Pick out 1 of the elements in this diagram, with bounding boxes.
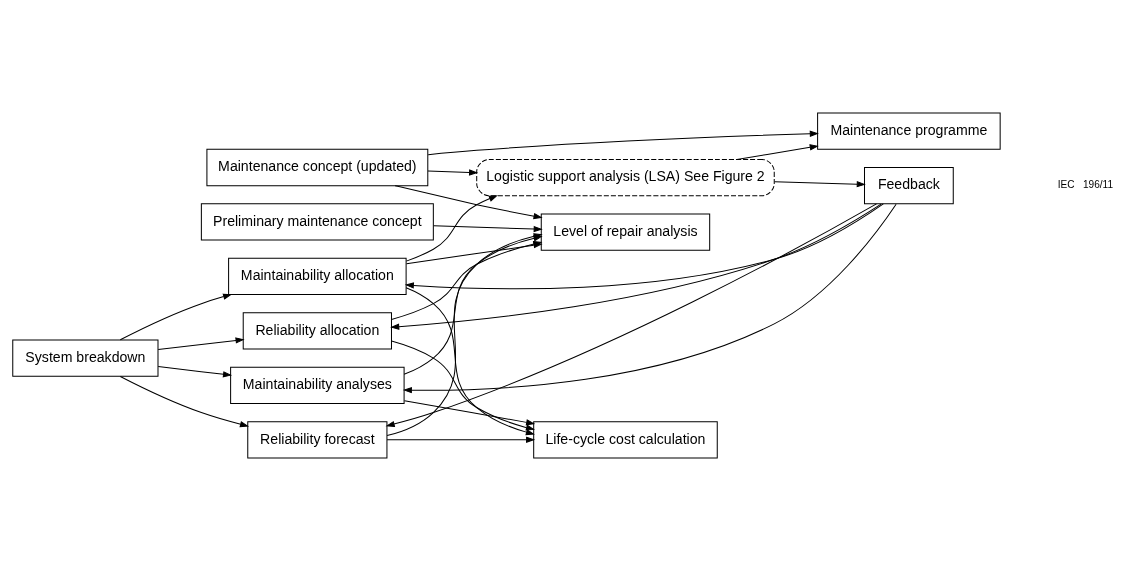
label: IEC 196/11 <box>1057 178 1114 190</box>
